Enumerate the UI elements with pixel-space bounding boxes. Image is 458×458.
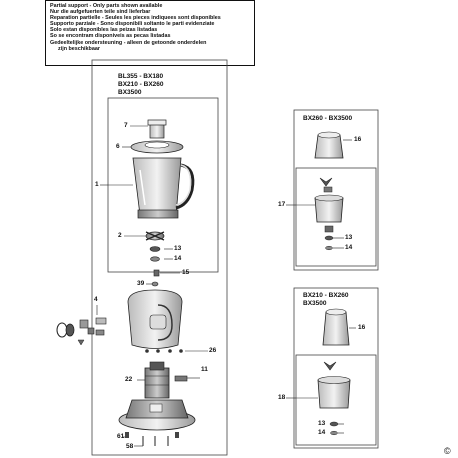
notice-line: Gedeeltelijke ondersteuning - alleen de … bbox=[50, 39, 207, 46]
callout-61: 61 bbox=[117, 433, 125, 440]
callout-18: 18 bbox=[278, 394, 286, 401]
part-17-subframe bbox=[295, 167, 377, 267]
model-label-lower-right-2: BX3500 bbox=[303, 300, 327, 307]
leader-lines bbox=[100, 125, 356, 447]
switch-parts-part-4 bbox=[56, 317, 107, 346]
model-label-main-1: BL355 - BX180 bbox=[118, 73, 164, 80]
callout-7: 7 bbox=[124, 122, 128, 129]
washer-part-14 bbox=[150, 256, 160, 262]
cover-part-16-upper bbox=[314, 131, 344, 159]
notice-line: Solo estan disponibles las peizas listad… bbox=[50, 27, 158, 34]
callout-4: 4 bbox=[94, 296, 98, 303]
notice-line: So se encontram disponiveis as pecas lis… bbox=[50, 33, 171, 40]
callout-2: 2 bbox=[118, 232, 122, 239]
notice-line: zijn beschikbaar bbox=[58, 45, 100, 52]
nut-part-39 bbox=[151, 281, 159, 287]
callout-16-upper: 16 bbox=[354, 136, 362, 143]
assembly-part-17 bbox=[314, 177, 344, 251]
callout-14-main: 14 bbox=[174, 255, 182, 262]
base-housing bbox=[118, 399, 196, 431]
callout-22: 22 bbox=[125, 376, 133, 383]
callout-15: 15 bbox=[182, 269, 190, 276]
callout-16-lower: 16 bbox=[358, 324, 366, 331]
model-label-main-2: BX210 - BX260 bbox=[118, 81, 164, 88]
screw-part-58 bbox=[142, 436, 169, 446]
seal-part-13 bbox=[149, 246, 161, 252]
callout-17: 17 bbox=[278, 201, 286, 208]
copyright-mark: © bbox=[444, 446, 451, 456]
motor-housing bbox=[127, 289, 183, 349]
callout-13-lower: 13 bbox=[318, 420, 326, 427]
main-assembly-frame bbox=[91, 59, 228, 456]
model-label-lower-right-1: BX210 - BX260 bbox=[303, 292, 349, 299]
notice-line: Supporto parziale - Sono disponibili sol… bbox=[50, 21, 215, 28]
support-notice-box: Partial support - Only parts shown avail… bbox=[45, 0, 255, 66]
coupling-part-15 bbox=[153, 269, 160, 277]
part-18-subframe bbox=[295, 354, 377, 446]
callout-39: 39 bbox=[137, 280, 145, 287]
callout-14-upper: 14 bbox=[345, 244, 353, 251]
screws-part-26 bbox=[145, 349, 183, 353]
callout-13-upper: 13 bbox=[345, 234, 353, 241]
callout-13-main: 13 bbox=[174, 245, 182, 252]
jug-lid-part-6 bbox=[130, 140, 184, 154]
notice-line: Partial support - Only parts shown avail… bbox=[50, 3, 163, 9]
notice-line: Nur die aufgefuerten teile sind lieferba… bbox=[50, 9, 151, 16]
callout-26: 26 bbox=[209, 347, 217, 354]
callout-11: 11 bbox=[201, 366, 208, 373]
cover-part-16-lower bbox=[322, 308, 350, 346]
model-label-main-3: BX3500 bbox=[118, 89, 142, 96]
motor-part-22 bbox=[144, 361, 170, 399]
callout-6: 6 bbox=[116, 143, 120, 150]
measuring-cap-part-7 bbox=[147, 119, 167, 139]
callout-14-lower: 14 bbox=[318, 429, 326, 436]
callout-58: 58 bbox=[126, 443, 134, 450]
notice-line: Reparation partielle - Seules les pieces… bbox=[50, 15, 221, 22]
lower-right-frame bbox=[293, 287, 379, 449]
upper-right-frame bbox=[293, 109, 379, 271]
brush-part-11 bbox=[174, 375, 200, 382]
foot-part-61 bbox=[125, 432, 179, 438]
callout-1: 1 bbox=[95, 181, 99, 188]
blender-jug-part-1 bbox=[132, 157, 195, 219]
blade-assembly-part-2 bbox=[145, 231, 165, 241]
model-label-upper-right: BX260 - BX3500 bbox=[303, 115, 353, 122]
